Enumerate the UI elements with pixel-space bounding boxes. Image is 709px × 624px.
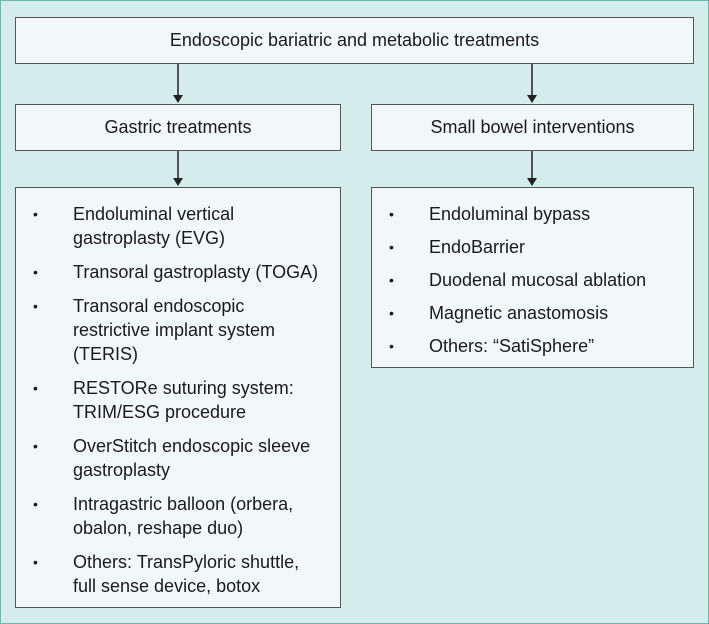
- bullet: •: [33, 206, 38, 222]
- list-item: • Endoluminal bypass: [372, 202, 683, 226]
- list-item: • Magnetic anastomosis: [372, 301, 683, 325]
- list-item-text: RESTORe suturing system:TRIM/ESG procedu…: [73, 378, 294, 422]
- bullet: •: [389, 272, 394, 288]
- bullet: •: [389, 305, 394, 321]
- list-item: • EndoBarrier: [372, 235, 683, 259]
- bullet: •: [33, 438, 38, 454]
- bullet: •: [33, 554, 38, 570]
- list-item-text: Duodenal mucosal ablation: [429, 270, 647, 290]
- root-node: Endoscopic bariatric and metabolic treat…: [15, 17, 694, 64]
- list-item-text: Transoral gastroplasty (TOGA): [73, 262, 319, 282]
- bullet: •: [389, 338, 394, 354]
- small-bowel-list: • Endoluminal bypass • EndoBarrier • Duoden…: [371, 187, 694, 368]
- list-item: • Intragastric balloon (orbera,obalon, re…: [16, 492, 330, 540]
- small-bowel-node: Small bowel interventions: [371, 104, 694, 151]
- list-item: • Transoral gastroplasty (TOGA): [16, 260, 330, 284]
- bullet: •: [33, 496, 38, 512]
- bullet: •: [33, 380, 38, 396]
- root-node-label: Endoscopic bariatric and metabolic treat…: [169, 30, 540, 50]
- list-item-text: Magnetic anastomosis: [429, 303, 609, 323]
- gastric-treatments-label: Gastric treatments: [104, 117, 252, 137]
- small-bowel-label: Small bowel interventions: [430, 117, 635, 137]
- list-item: • RESTORe suturing system:TRIM/ESG proced…: [16, 376, 330, 424]
- list-item: • Others: TransPyloric shuttle,full sense…: [16, 550, 330, 598]
- list-item-text: Endoluminal bypass: [429, 204, 591, 224]
- list-item-text: EndoBarrier: [429, 237, 526, 257]
- list-item-text: Others: TransPyloric shuttle,full sense …: [73, 552, 300, 596]
- bullet: •: [389, 239, 394, 255]
- list-item-text: Others: “SatiSphere”: [429, 336, 595, 356]
- bullet: •: [33, 298, 38, 314]
- gastric-treatments-node: Gastric treatments: [15, 104, 341, 151]
- list-item-text: Intragastric balloon (orbera,obalon, res…: [73, 494, 294, 538]
- bullet: •: [389, 206, 394, 222]
- list-item: • Others: “SatiSphere”: [372, 334, 683, 358]
- bullet: •: [33, 264, 38, 280]
- list-item: • Duodenal mucosal ablation: [372, 268, 683, 292]
